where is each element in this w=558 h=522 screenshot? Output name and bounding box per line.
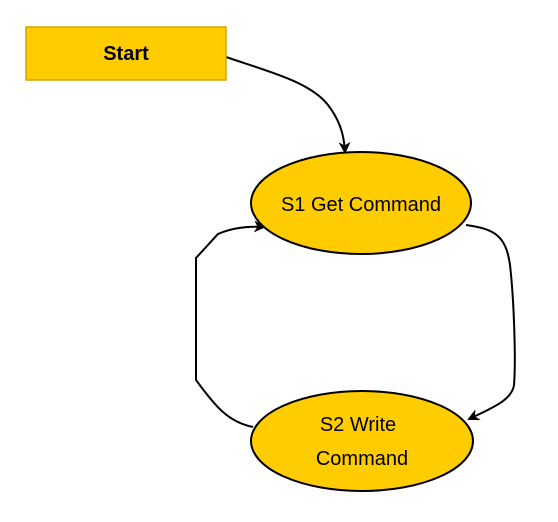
edge-s1-to-s2 — [465, 224, 516, 421]
state-s2-ellipse — [250, 390, 474, 492]
edge-start-to-s1 — [225, 56, 351, 154]
start-node-box — [25, 26, 227, 81]
state-s1-label: S1 Get Command — [281, 194, 441, 216]
state-s2-label-line-2: Command — [316, 448, 408, 470]
state-s1[interactable]: S1 Get Command — [250, 151, 472, 255]
edge-s2-to-s1 — [195, 220, 266, 428]
state-s1-ellipse — [250, 151, 472, 255]
state-s2[interactable]: S2 Write Command — [250, 390, 474, 492]
state-s2-label-line-1: S2 Write — [320, 414, 396, 436]
start-node[interactable]: Start — [25, 26, 227, 81]
start-node-label: Start — [103, 43, 149, 65]
